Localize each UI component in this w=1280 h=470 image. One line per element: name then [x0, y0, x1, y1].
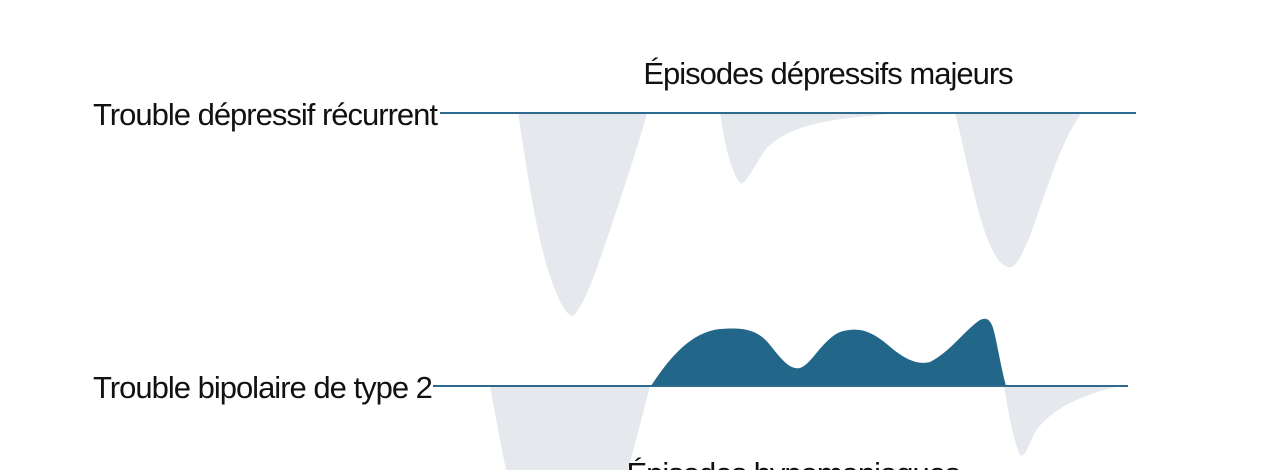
hypomanic-episodes-annotation: Épisodes hypomaniaques [626, 456, 960, 470]
depressive-episode-3 [955, 113, 1082, 268]
recurrent-depression-row: Trouble dépressif récurrent [93, 97, 1136, 316]
hypomanic-episodes [651, 318, 1006, 386]
depressive-episode-2 [720, 113, 900, 184]
recurrent-depression-label: Trouble dépressif récurrent [93, 97, 438, 132]
bipolar-type2-row: Trouble bipolaire de type 2 [93, 318, 1128, 470]
depressive-episode-1 [518, 113, 647, 316]
bipolar-type2-label: Trouble bipolaire de type 2 [93, 370, 432, 405]
bipolar-depressive-episode-2 [1004, 386, 1120, 456]
bipolar-depressive-episode-1 [490, 386, 650, 470]
depressive-episodes-annotation: Épisodes dépressifs majeurs [643, 56, 1013, 91]
